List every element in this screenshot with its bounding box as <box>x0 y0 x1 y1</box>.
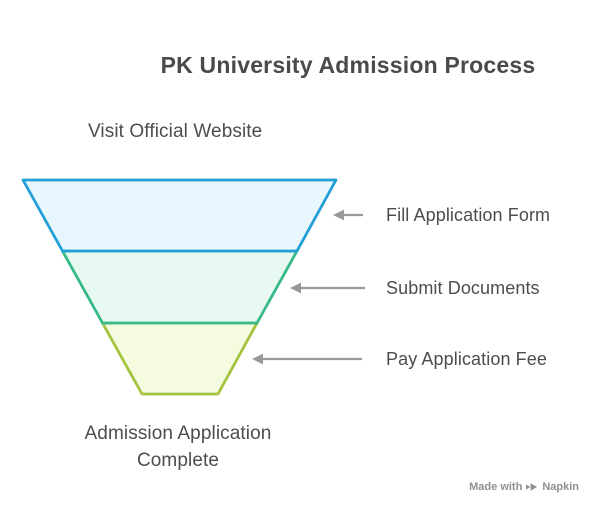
stage-label-submit-documents: Submit Documents <box>386 278 540 298</box>
watermark-brand-text: Napkin <box>542 481 579 493</box>
funnel-stage-submit-documents <box>61 249 299 325</box>
funnel-top-label: Visit Official Website <box>88 121 263 142</box>
arrow-pay-application-fee <box>252 353 362 365</box>
stage-label-pay-application-fee: Pay Application Fee <box>386 349 547 369</box>
stage-label-fill-application-form: Fill Application Form <box>386 205 551 225</box>
funnel-bottom-label: Admission Application Complete <box>84 423 272 471</box>
arrow-fill-application-form <box>333 209 363 221</box>
arrow-submit-documents <box>290 282 365 294</box>
napkin-logo-icon <box>526 483 538 491</box>
watermark-made-with-text: Made with <box>469 481 523 493</box>
funnel-stage-fill-application-form <box>21 178 338 253</box>
diagram-title: PK University Admission Process <box>160 52 536 78</box>
made-with-napkin-watermark: Made with Napkin <box>469 481 579 493</box>
funnel-stage-pay-application-fee <box>101 321 259 396</box>
